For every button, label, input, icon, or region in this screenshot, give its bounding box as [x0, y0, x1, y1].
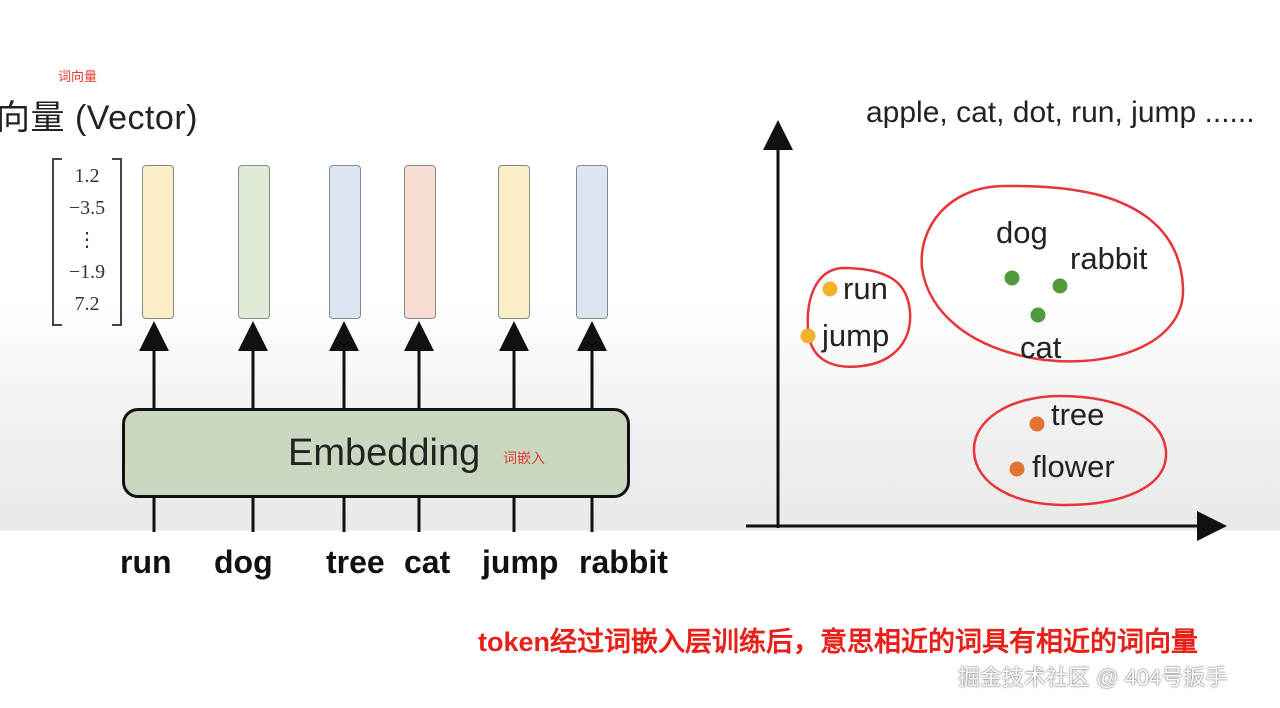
embedding-layer — [122, 408, 630, 498]
vector-title: 向量 (Vector) — [0, 99, 198, 137]
token-cat: cat — [404, 544, 451, 580]
vector-value: ⋮ — [77, 229, 97, 251]
vector-value: 7.2 — [74, 293, 100, 315]
watermark: 掘金技术社区 @ 404号扳手 — [958, 665, 1228, 690]
point-jump — [800, 328, 816, 344]
label-flower: flower — [1032, 449, 1115, 484]
label-rabbit: rabbit — [1070, 241, 1148, 276]
cluster-circle-plants — [972, 394, 1168, 507]
vector-bar-rabbit — [576, 165, 608, 319]
point-run — [822, 281, 838, 297]
token-jump: jump — [482, 544, 559, 580]
point-flower — [1009, 461, 1025, 477]
token-dog: dog — [214, 544, 273, 580]
label-run: run — [843, 271, 888, 306]
vector-values: 1.2 −3.5 ⋮ −1.9 7.2 — [62, 160, 112, 320]
vector-annotation-cn: 词向量 — [58, 69, 98, 84]
point-dog — [1004, 270, 1020, 286]
label-jump: jump — [822, 318, 890, 353]
vector-bar-dog — [238, 165, 270, 319]
token-rabbit: rabbit — [579, 544, 668, 580]
vector-bar-jump — [498, 165, 530, 319]
output-arrows — [139, 321, 607, 408]
point-tree — [1029, 416, 1045, 432]
input-lines — [152, 498, 594, 532]
cluster-circle-animals — [920, 184, 1185, 363]
vector-value: −1.9 — [68, 261, 106, 283]
label-dog: dog — [996, 215, 1048, 250]
vector-bracket-right — [112, 158, 122, 326]
embedding-annotation-cn: 词嵌入 — [503, 450, 545, 466]
embedding-label: Embedding — [288, 432, 481, 474]
token-tree: tree — [326, 544, 385, 580]
vector-value: 1.2 — [74, 165, 100, 187]
token-run: run — [120, 544, 172, 580]
vector-value: −3.5 — [68, 197, 106, 219]
vector-bar-tree — [329, 165, 361, 319]
vector-bar-run — [142, 165, 174, 319]
vector-bar-cat — [404, 165, 436, 319]
point-rabbit — [1052, 278, 1068, 294]
vector-bracket-left — [52, 158, 62, 326]
caption: token经过词嵌入层训练后，意思相近的词具有相近的词向量 — [478, 627, 1199, 657]
cluster-circle-verbs — [806, 266, 912, 368]
label-cat: cat — [1020, 330, 1062, 365]
label-tree: tree — [1051, 397, 1105, 432]
point-cat — [1030, 307, 1046, 323]
vocabulary-text: apple, cat, dot, run, jump ...... — [866, 96, 1255, 129]
